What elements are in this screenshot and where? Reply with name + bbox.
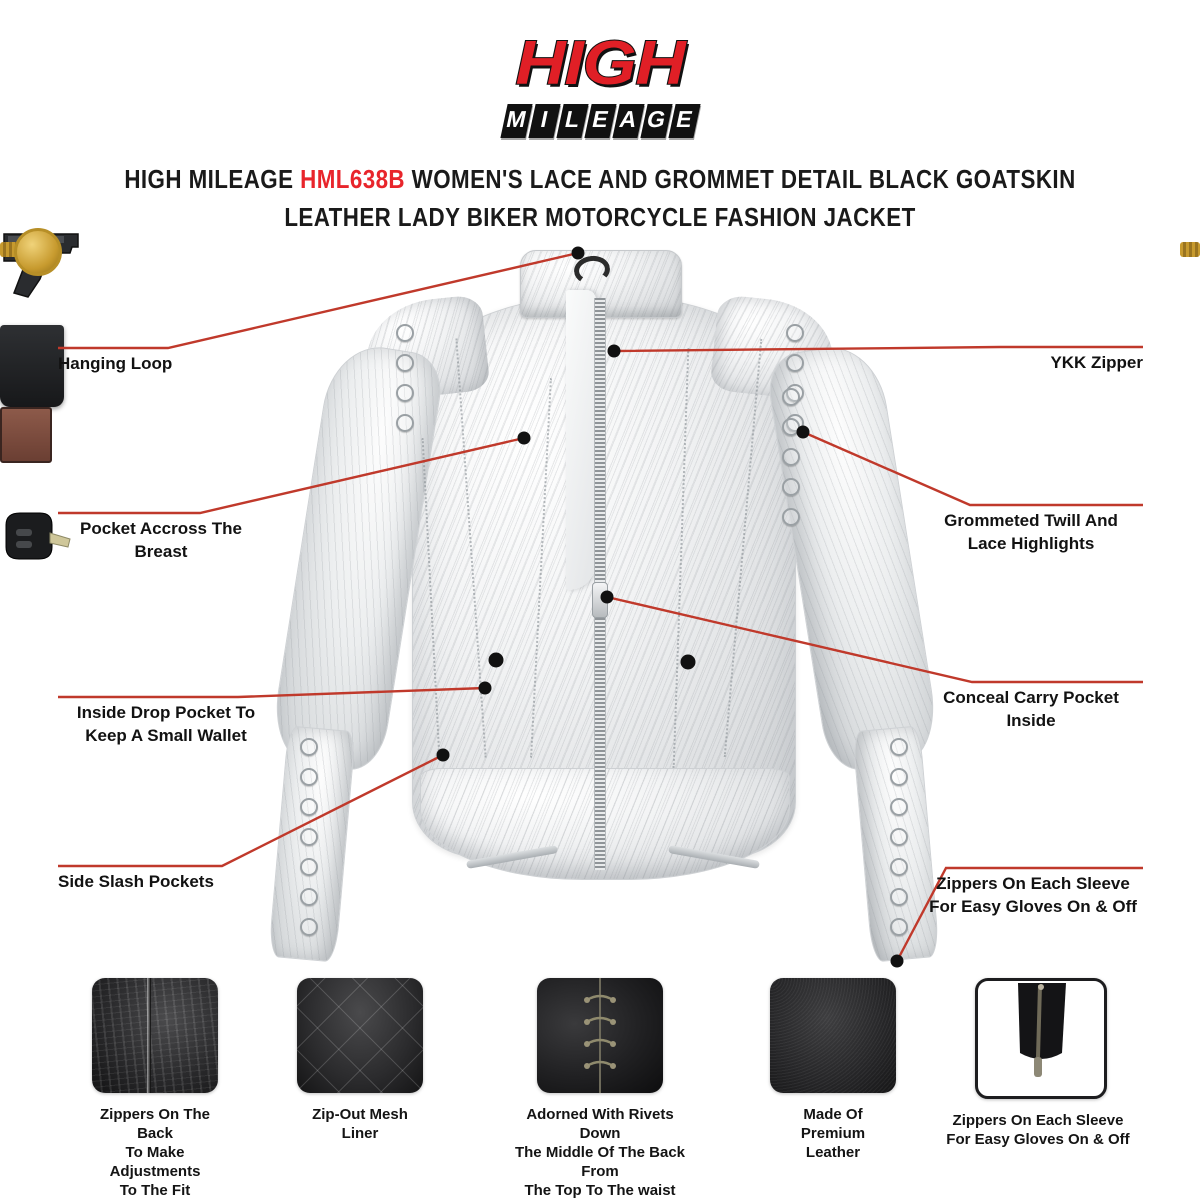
feature-thumbnail-row: Zippers On The Back To Make Adjustments … bbox=[0, 978, 1200, 1200]
brand-logo: HIGH M I L E A G E bbox=[470, 31, 730, 140]
product-title-line-1: HIGH MILEAGE HML638B WOMEN'S LACE AND GR… bbox=[84, 160, 1116, 198]
feature-premium-leather[interactable]: Made Of Premium Leather bbox=[770, 978, 896, 1162]
logo-letter: G bbox=[639, 104, 673, 138]
watch-prop bbox=[0, 228, 1200, 507]
logo-high-text: HIGH bbox=[514, 29, 686, 98]
callout-label-ykk-zipper: YKK Zipper bbox=[1050, 353, 1143, 372]
feature-image-back-zippers bbox=[92, 978, 218, 1093]
feature-back-zippers[interactable]: Zippers On The Back To Make Adjustments … bbox=[92, 978, 218, 1200]
logo-letter: A bbox=[611, 104, 645, 138]
callout-label-side-slash-pockets: Side Slash Pockets bbox=[58, 872, 214, 891]
product-title: HIGH MILEAGE HML638B WOMEN'S LACE AND GR… bbox=[0, 160, 1200, 236]
logo-mileage-text: M I L E A G E bbox=[474, 104, 725, 138]
grommet-lace-cuff-left bbox=[296, 738, 322, 948]
sleeve-zipper-icon bbox=[1018, 983, 1066, 1077]
logo-letter: L bbox=[555, 104, 589, 138]
grommet-lace-shoulder-left bbox=[392, 324, 418, 444]
wallet-pouch-prop bbox=[0, 325, 64, 407]
logo-letter: I bbox=[527, 104, 561, 138]
logo-letter: E bbox=[667, 104, 701, 138]
wallet-prop bbox=[0, 407, 52, 463]
product-image bbox=[0, 228, 1200, 973]
logo-letter: M bbox=[499, 104, 533, 138]
product-sku: HML638B bbox=[300, 164, 406, 194]
feature-image-sleeve-zippers bbox=[975, 978, 1107, 1099]
car-key-prop bbox=[5, 512, 71, 560]
jacket-zipper-pull bbox=[592, 582, 608, 618]
rivet-lace-icon bbox=[584, 978, 616, 1093]
feature-mesh-liner[interactable]: Zip-Out Mesh Liner bbox=[297, 978, 423, 1143]
grommet-lace-sleeve-right-upper bbox=[778, 388, 804, 538]
feature-image-premium-leather bbox=[770, 978, 896, 1093]
title-suffix: WOMEN'S LACE AND GROMMET DETAIL BLACK GO… bbox=[405, 164, 1076, 194]
product-title-line-2: LEATHER LADY BIKER MOTORCYCLE FASHION JA… bbox=[284, 202, 916, 232]
feature-caption-back-zippers: Zippers On The Back To Make Adjustments … bbox=[99, 1106, 210, 1199]
callout-label-inside-drop-pocket: Inside Drop Pocket To Keep A Small Walle… bbox=[76, 703, 256, 745]
feature-caption-mesh-liner: Zip-Out Mesh Liner bbox=[312, 1106, 408, 1142]
feature-image-mesh-liner bbox=[297, 978, 423, 1093]
title-prefix: HIGH MILEAGE bbox=[124, 164, 301, 194]
callout-label-pocket-across-breast: Pocket Accross The Breast bbox=[80, 519, 242, 561]
feature-sleeve-zippers[interactable]: Zippers On Each Sleeve For Easy Gloves O… bbox=[946, 978, 1130, 1149]
grommet-lace-cuff-right bbox=[886, 738, 912, 948]
feature-caption-premium-leather: Made Of Premium Leather bbox=[800, 1106, 866, 1161]
feature-image-back-rivets bbox=[537, 978, 663, 1093]
logo-letter: E bbox=[583, 104, 617, 138]
jacket-zip-flap bbox=[566, 290, 596, 590]
callout-label-conceal-carry: Conceal Carry Pocket Inside bbox=[943, 688, 1119, 730]
feature-back-rivets[interactable]: Adorned With Rivets Down The Middle Of T… bbox=[515, 978, 685, 1200]
callout-label-hanging-loop: Hanging Loop bbox=[58, 354, 173, 373]
callout-label-sleeve-zippers: Zippers On Each Sleeve For Easy Gloves O… bbox=[929, 874, 1137, 916]
feature-caption-back-rivets: Adorned With Rivets Down The Middle Of T… bbox=[514, 1106, 686, 1199]
callout-label-grommeted-twill: Grommeted Twill And Lace Highlights bbox=[944, 511, 1118, 553]
feature-caption-sleeve-zippers: Zippers On Each Sleeve For Easy Gloves O… bbox=[946, 1112, 1130, 1148]
